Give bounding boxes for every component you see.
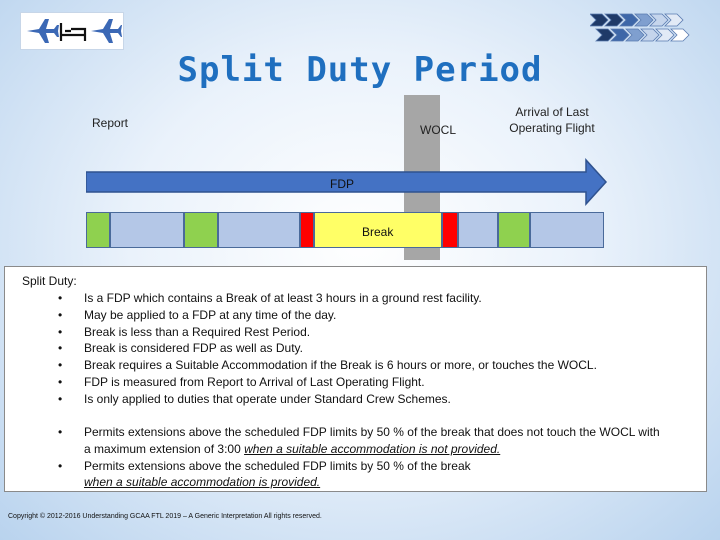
bullet-dot: • xyxy=(58,291,63,305)
rule-text: Is only applied to duties that operate u… xyxy=(84,391,451,406)
list-item: • Permits extensions above the scheduled… xyxy=(58,458,708,492)
airplane-icon xyxy=(27,19,59,43)
flight-segment xyxy=(184,212,218,248)
list-item: • Permits extensions above the scheduled… xyxy=(58,424,708,458)
bullet-dot: • xyxy=(58,458,63,473)
panel-heading: Split Duty: xyxy=(22,274,77,288)
chevron-shape xyxy=(670,28,690,42)
transition-segment xyxy=(442,212,458,248)
bullet-dot: • xyxy=(58,324,63,339)
fdp-arrow xyxy=(86,158,608,206)
bullet-dot: • xyxy=(58,358,63,373)
chevron-shape xyxy=(604,13,624,27)
bullet-dot: • xyxy=(58,391,63,406)
transition-segment xyxy=(300,212,314,248)
bed-icon xyxy=(59,23,87,41)
rule-text: Break is considered FDP as well as Duty. xyxy=(84,341,303,356)
bullet-dot: • xyxy=(58,341,63,356)
chevron-shape xyxy=(649,13,669,27)
chevron-shape xyxy=(589,13,609,27)
rules-list: • Is a FDP which contains a Break of at l… xyxy=(58,290,708,408)
rule-text: Is a FDP which contains a Break of at le… xyxy=(84,291,482,305)
list-item: • Is only applied to duties that operate … xyxy=(58,391,708,408)
chevron-progress-icon xyxy=(589,12,696,44)
rule-text: May be applied to a FDP at any time of t… xyxy=(84,307,337,322)
duty-segment xyxy=(110,212,184,248)
chevron-shape xyxy=(664,13,684,27)
list-item: • Break requires a Suitable Accommodation… xyxy=(58,357,708,374)
break-label: Break xyxy=(362,225,394,239)
logo-flight-rest-flight xyxy=(20,12,124,50)
extension-text-2: Permits extensions above the scheduled F… xyxy=(84,458,471,473)
rule-text: FDP is measured from Report to Arrival o… xyxy=(84,374,425,389)
chevron-shape xyxy=(619,13,639,27)
arrival-label-line1: Arrival of Last xyxy=(515,105,589,119)
airplane-icon xyxy=(91,19,122,43)
arrival-label: Arrival of Last Operating Flight xyxy=(496,104,608,136)
extension-text-1b: a maximum extension of 3:00 xyxy=(84,441,245,456)
flight-segment xyxy=(86,212,110,248)
duty-segment xyxy=(458,212,498,248)
rule-text: Break requires a Suitable Accommodation … xyxy=(84,358,597,373)
list-item: • May be applied to a FDP at any time of … xyxy=(58,307,708,324)
list-item: • FDP is measured from Report to Arrival … xyxy=(58,374,708,391)
wocl-label: WOCL xyxy=(420,123,456,137)
fdp-label: FDP xyxy=(330,177,354,191)
flight-segment xyxy=(498,212,530,248)
break-segment xyxy=(314,212,442,248)
copyright-text: Copyright © 2012-2016 Understanding GCAA… xyxy=(8,513,322,520)
split-duty-panel xyxy=(4,266,707,492)
chevron-shape xyxy=(634,13,654,27)
duty-segment xyxy=(218,212,300,248)
extension-text-1c: when a suitable accommodation is not pro… xyxy=(244,441,501,456)
extension-list: • Permits extensions above the scheduled… xyxy=(58,424,708,491)
chevron-shape xyxy=(640,28,660,42)
extension-text-1: Permits extensions above the scheduled F… xyxy=(84,425,660,439)
bullet-dot: • xyxy=(58,425,63,439)
rule-text: Break is less than a Required Rest Perio… xyxy=(84,324,311,339)
chevron-shape xyxy=(610,28,630,42)
bullet-dot: • xyxy=(58,307,63,322)
list-item: • Break is considered FDP as well as Duty… xyxy=(58,340,708,357)
arrival-label-line2: Operating Flight xyxy=(509,121,595,135)
list-item: • Is a FDP which contains a Break of at l… xyxy=(58,290,708,307)
list-item: • Break is less than a Required Rest Peri… xyxy=(58,324,708,341)
report-label: Report xyxy=(92,116,129,130)
bullet-dot: • xyxy=(58,374,63,389)
duty-segment xyxy=(530,212,604,248)
extension-text-2b: when a suitable accommodation is provide… xyxy=(84,475,321,490)
chevron-shape xyxy=(595,28,615,42)
duty-segment-row xyxy=(86,212,604,248)
chevron-shape xyxy=(625,28,645,42)
chevron-shape xyxy=(655,28,675,42)
page-title: Split Duty Period xyxy=(177,50,543,90)
